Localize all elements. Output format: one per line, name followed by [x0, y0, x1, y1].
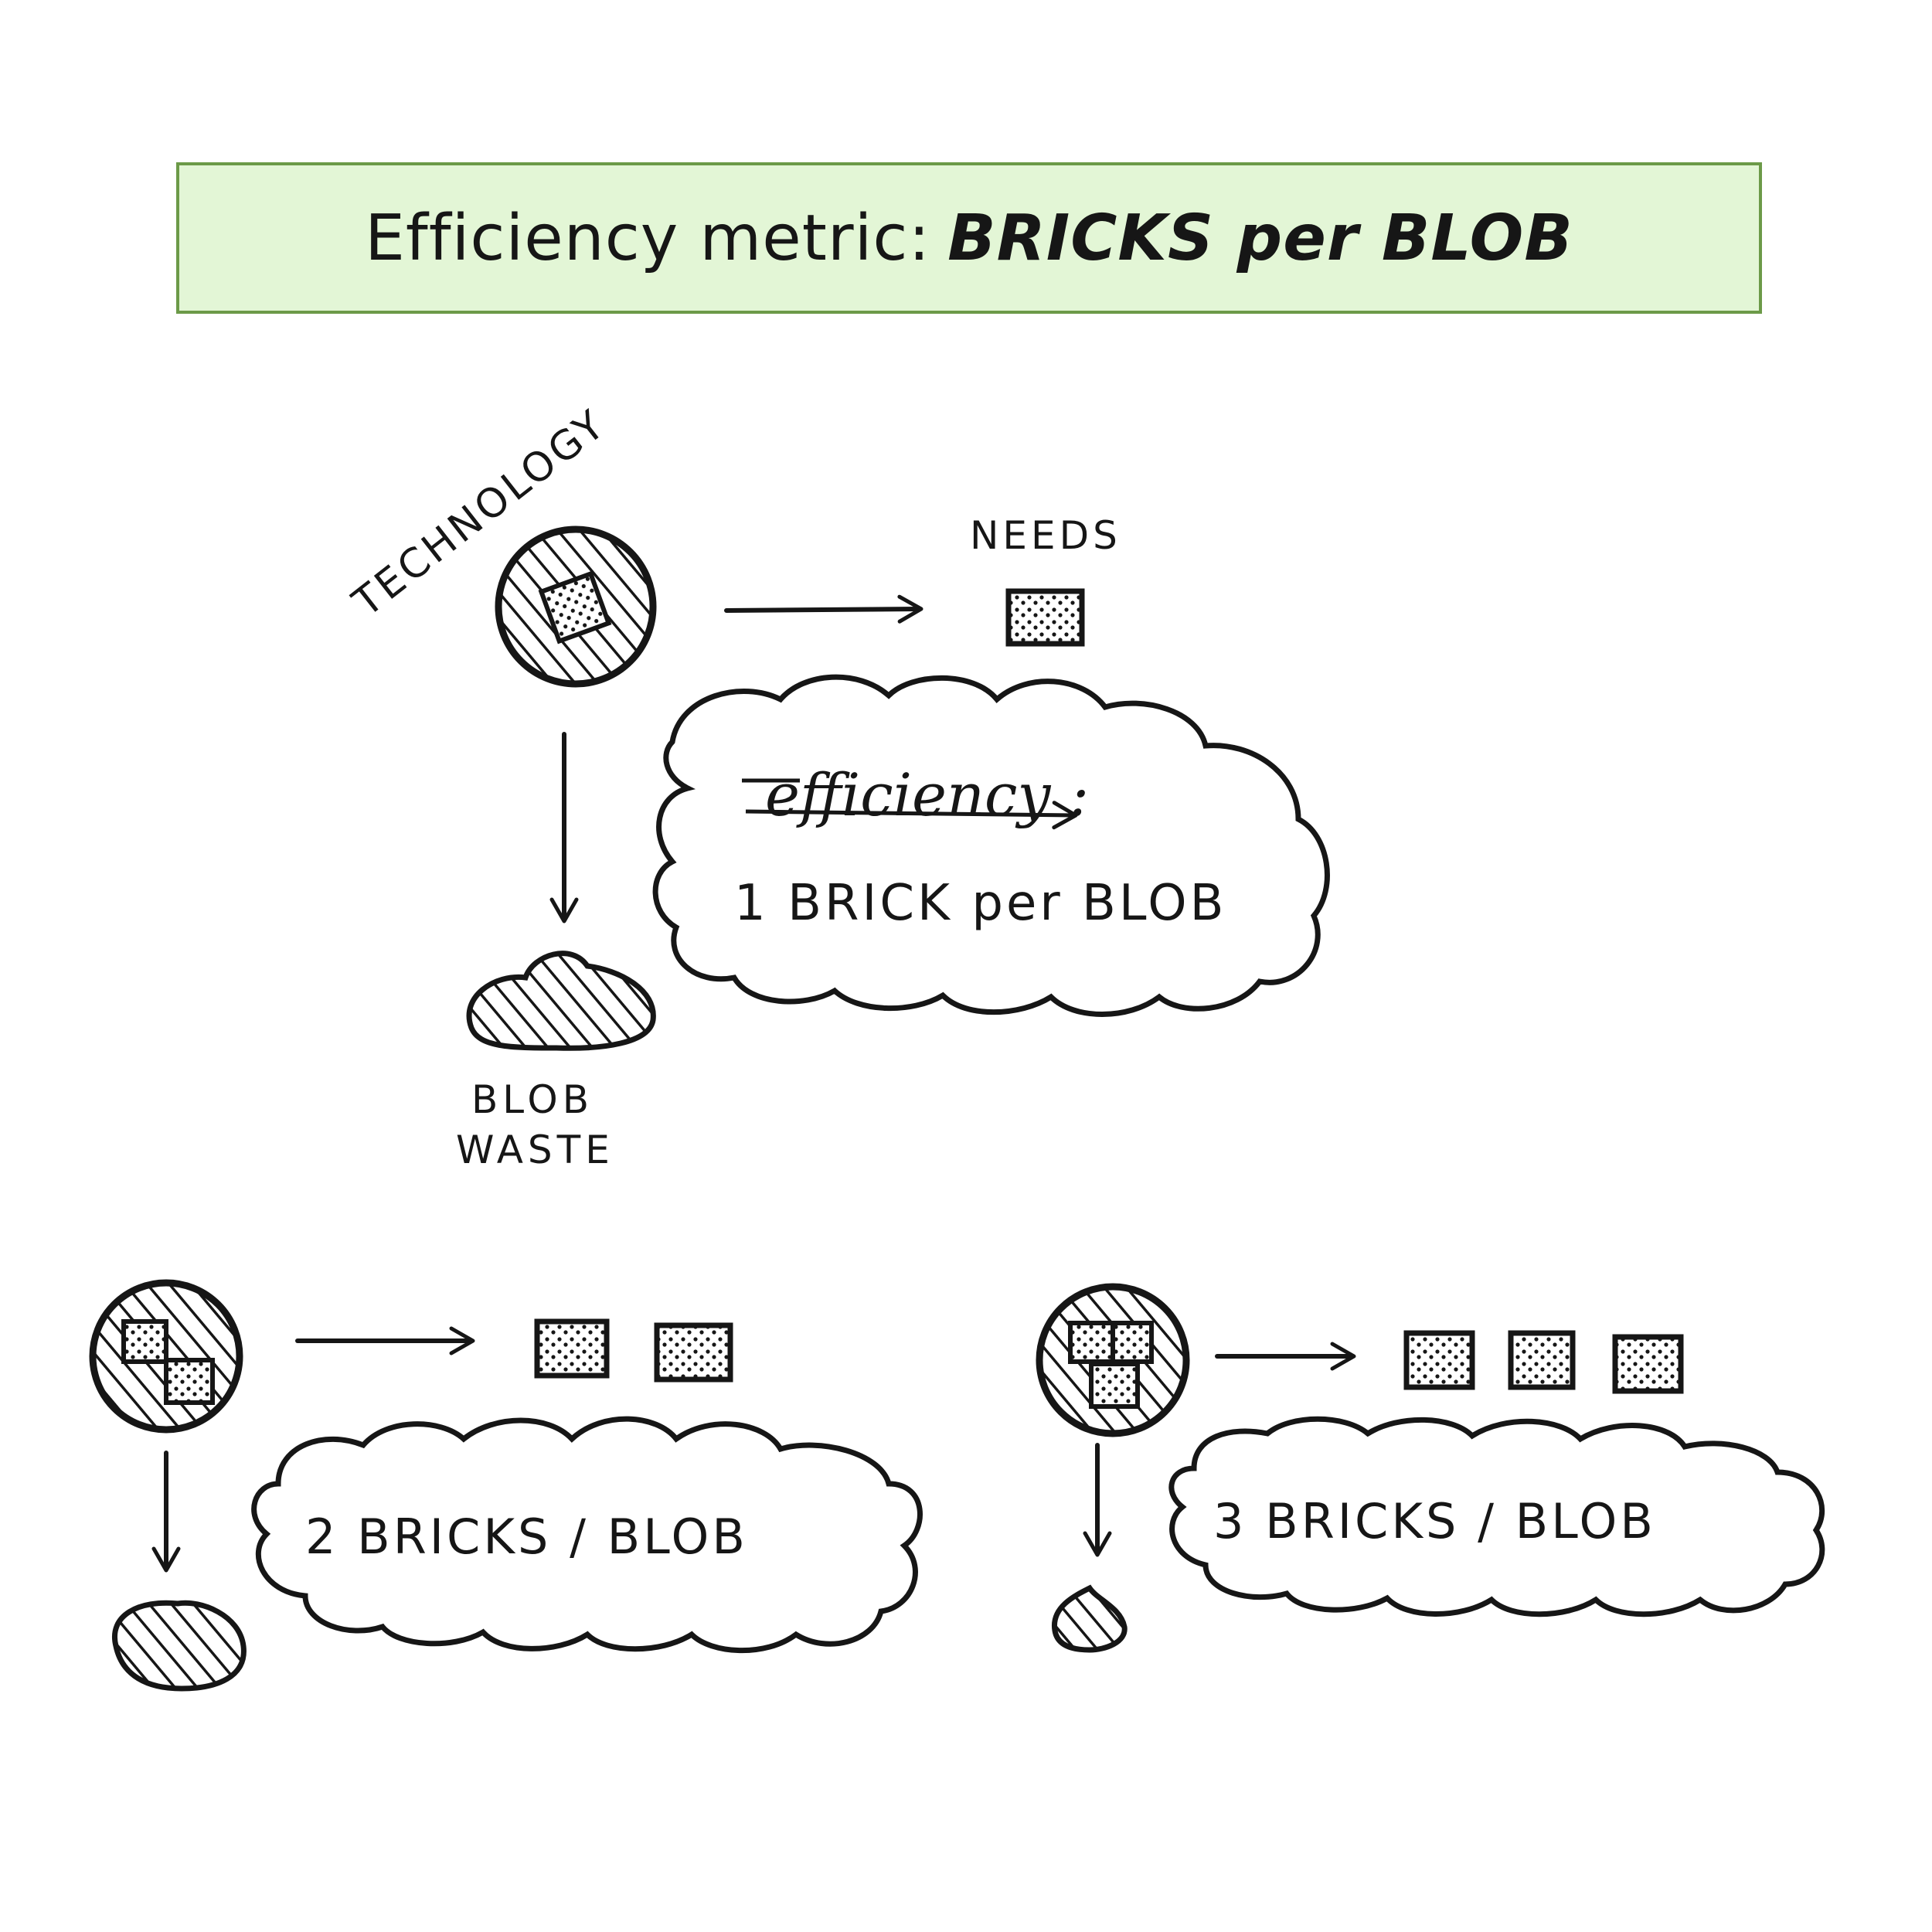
technology-circle-icon-3 — [1036, 1283, 1190, 1437]
cloud-icon — [652, 674, 1330, 1017]
title-emphasis: BRICKS per BLOB — [947, 201, 1573, 275]
brick-icon-3c — [1612, 1334, 1684, 1394]
brick-icon-2b — [654, 1322, 733, 1383]
blob-icon-3 — [1052, 1584, 1128, 1653]
cloud-text-top: 1 BRICK per BLOB — [734, 875, 1227, 932]
technology-circle-icon-2 — [89, 1279, 243, 1434]
brick-icon — [1005, 588, 1085, 647]
technology-circle-icon — [495, 526, 657, 688]
title-prefix: Efficiency metric: — [365, 201, 931, 275]
brick-icon-2a — [534, 1318, 610, 1379]
needs-label: NEEDS — [970, 513, 1121, 558]
waste-label-line1: BLOB — [471, 1077, 594, 1122]
brick-icon-3a — [1403, 1330, 1475, 1390]
cloud-text-bottom-right: 3 BRICKS / BLOB — [1213, 1493, 1656, 1549]
cloud-efficiency-title: efficiency : — [765, 760, 1089, 829]
cloud-icon-3 — [1168, 1416, 1825, 1617]
waste-label-line2: WASTE — [456, 1128, 614, 1172]
arrow-right-icon — [724, 594, 923, 624]
brick-icon-3b — [1508, 1330, 1576, 1390]
cloud-text-bottom-left: 2 BRICKS / BLOB — [305, 1509, 748, 1565]
blob-icon-2 — [112, 1600, 247, 1692]
efficiency-underline-2 — [745, 801, 1078, 830]
cloud-icon-2 — [251, 1416, 923, 1654]
blob-icon — [466, 951, 656, 1051]
title-banner: Efficiency metric: BRICKS per BLOB — [176, 162, 1762, 314]
